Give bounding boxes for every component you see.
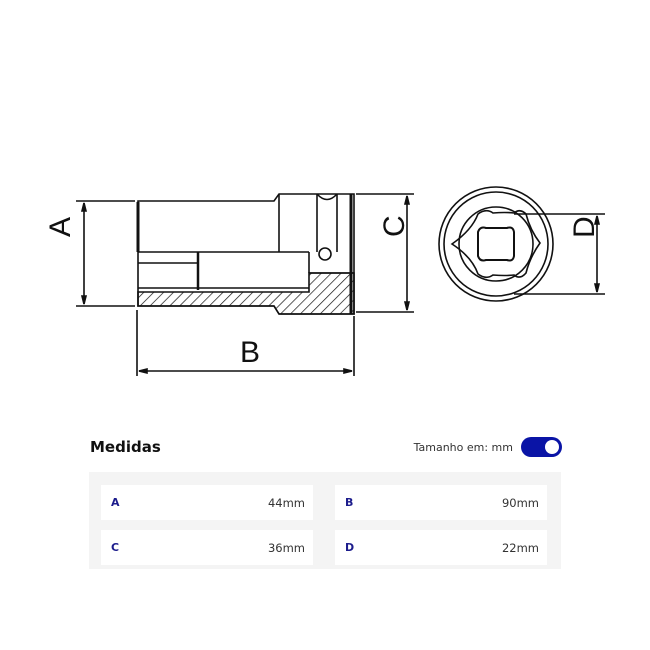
measure-cell-a: A 44mm	[101, 485, 313, 520]
measure-value: 90mm	[501, 495, 539, 510]
measure-cell-c: C 36mm	[101, 530, 313, 565]
dimension-label-b: B	[240, 336, 260, 369]
measure-key: D	[345, 541, 355, 554]
measure-value: 44mm	[267, 495, 305, 510]
section-title: Medidas	[90, 438, 161, 456]
measure-value: 22mm	[501, 540, 539, 555]
unit-label: Tamanho em: mm	[413, 440, 513, 454]
measures-grid: A 44mm B 90mm C 36mm D 22mm	[89, 472, 561, 569]
measure-key: C	[111, 541, 120, 554]
dimension-label-c: C	[378, 215, 411, 237]
toggle-knob	[545, 440, 559, 454]
measure-key: B	[345, 496, 354, 509]
dimension-label-d: D	[568, 216, 601, 238]
socket-diagram-icon: A B C D	[44, 186, 605, 376]
measure-key: A	[111, 496, 120, 509]
measure-cell-d: D 22mm	[335, 530, 547, 565]
unit-toggle[interactable]	[521, 437, 562, 457]
measure-value: 36mm	[267, 540, 305, 555]
technical-drawing: A B C D	[44, 186, 605, 376]
dimension-label-a: A	[44, 217, 77, 237]
unit-selector: Tamanho em: mm	[414, 437, 562, 457]
measure-cell-b: B 90mm	[335, 485, 547, 520]
